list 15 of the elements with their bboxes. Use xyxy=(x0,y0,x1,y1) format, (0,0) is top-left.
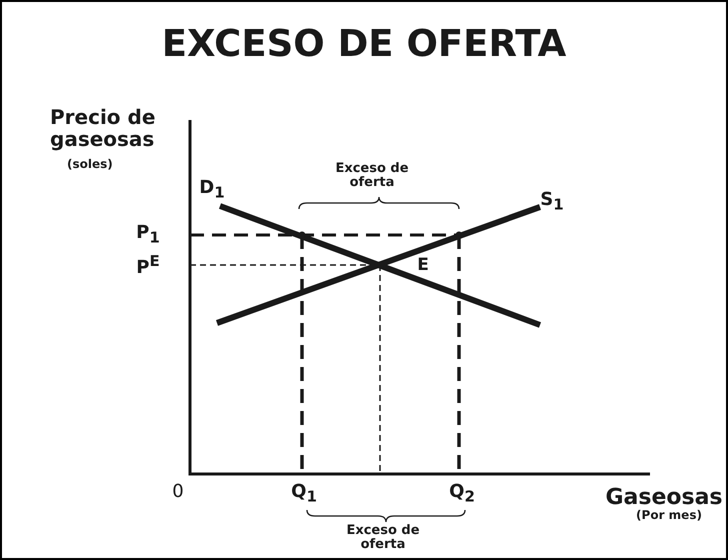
price-label: P$_{1}$ xyxy=(136,223,160,246)
bracket-label: Exceso de oferta xyxy=(345,524,421,553)
axis-title: Precio de gaseosas xyxy=(50,106,156,150)
quantity-label: Q$_{2}$ xyxy=(449,482,475,506)
axis-unit: (soles) xyxy=(67,158,113,172)
curve-label: D$_{1}$ xyxy=(199,178,225,202)
origin-label: 0 xyxy=(172,482,184,502)
price-label: P$^{E}$ xyxy=(136,253,160,278)
quantity-label: Q$_{1}$ xyxy=(291,482,317,506)
axis-unit: (Por mes) xyxy=(636,509,702,522)
bracket-label: Exceso de oferta xyxy=(334,162,410,191)
axis-title: Gaseosas xyxy=(605,486,723,510)
curve-label: S$_{1}$ xyxy=(540,190,564,214)
chart-title: EXCESO DE OFERTA xyxy=(160,22,568,65)
point-label: E xyxy=(417,256,429,275)
